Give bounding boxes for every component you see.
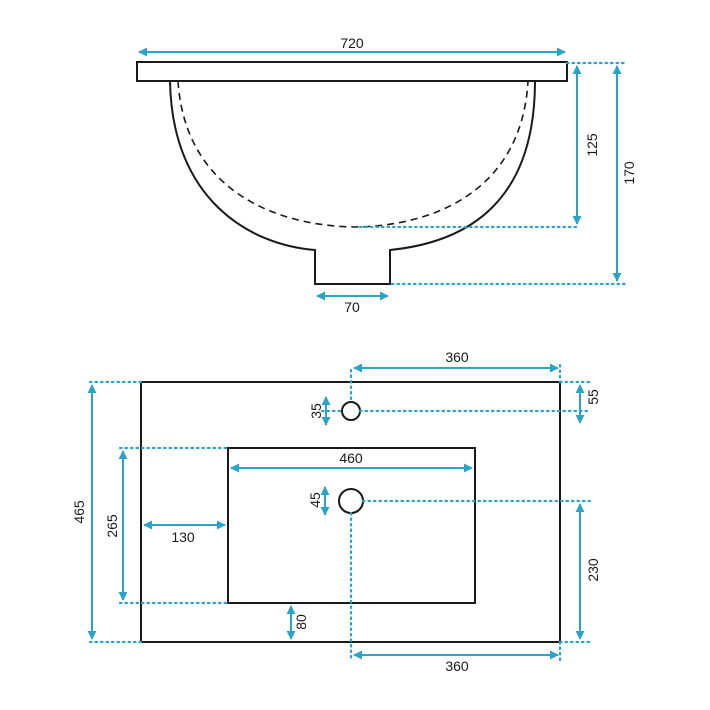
label-tap-hole-diameter: 35 — [308, 403, 324, 419]
label-overall-depth: 465 — [71, 500, 87, 524]
label-drain-from-bottom: 230 — [585, 558, 601, 582]
label-inner-depth: 125 — [584, 133, 600, 157]
side-countertop-outline — [136, 61, 568, 82]
label-tap-offset-top: 360 — [445, 349, 469, 365]
label-basin-bottom-margin: 80 — [293, 614, 309, 630]
label-basin-left-margin: 130 — [171, 529, 195, 545]
tap-hole — [341, 401, 361, 421]
side-bowl-inner-hidden-line — [177, 80, 529, 228]
drain-hole — [338, 488, 364, 514]
label-total-height: 170 — [621, 161, 637, 185]
label-overall-width: 720 — [340, 35, 364, 51]
label-drain-offset-bottom: 360 — [445, 658, 469, 674]
top-view: 360 35 55 460 45 465 265 130 230 80 360 — [71, 349, 601, 674]
side-view: 720 125 170 70 — [136, 35, 637, 315]
side-bowl-outer-outline — [169, 80, 536, 285]
label-drain-hole-diameter: 45 — [307, 492, 323, 508]
label-basin-width: 460 — [339, 450, 363, 466]
label-drain-width: 70 — [344, 299, 360, 315]
label-tap-hole-edge-distance: 55 — [585, 389, 601, 405]
label-basin-depth: 265 — [104, 514, 120, 538]
